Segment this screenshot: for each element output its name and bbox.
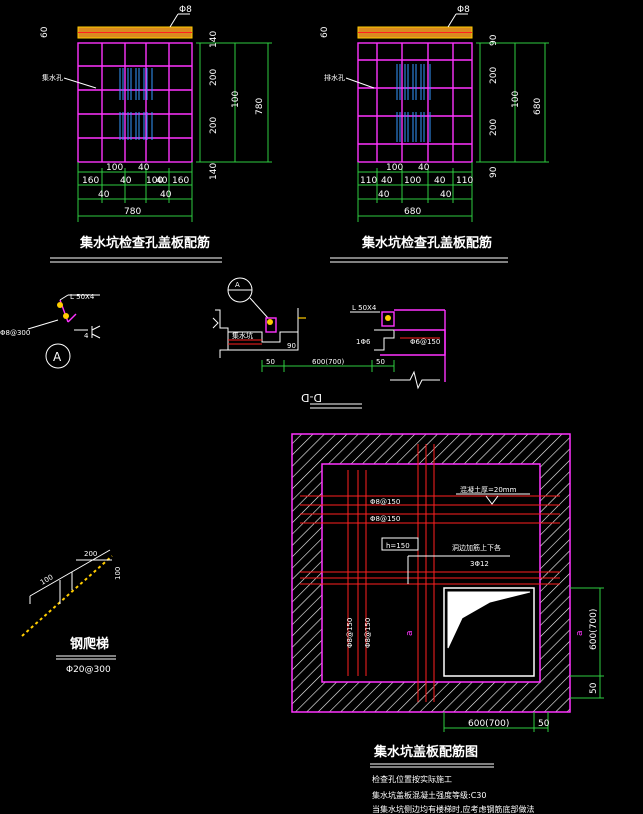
section-dd: A 集水坑 90 L 50X4 1Φ6 Φ6@150 50 600( [212, 277, 446, 409]
detail-a-marker: A [53, 350, 62, 364]
panel2-hole-label: 排水孔 [324, 73, 345, 82]
section-dd-dim-50-right: 50 [376, 358, 385, 366]
plan-top-bar-spec: 3Φ12 [470, 560, 489, 568]
plan-cover-note: 混凝土厚=20mm [460, 485, 517, 494]
section-dd-slab-label: 集水坑 [232, 331, 253, 340]
panel2-bottom-low-1: 40 [378, 190, 390, 200]
section-dd-dim-90: 90 [287, 342, 296, 350]
panel1-bottom-mid-4: 40 [156, 176, 168, 186]
plan-vbar-2: Φ8@150 [364, 618, 372, 648]
panel2-bottom-mid-5: 110 [456, 176, 473, 186]
detail-a-marker-circle [45, 343, 71, 369]
ladder-title: 钢爬梯 [70, 636, 109, 652]
panel2-total-width: 680 [404, 207, 421, 217]
panel1-cover-plate: Φ8 60 集水孔 140 [40, 5, 272, 263]
plan-cut-right: a [575, 630, 585, 636]
panel2-bar-label: Φ8 [457, 5, 470, 15]
panel2-bottom-mid-4: 40 [434, 176, 446, 186]
detail-a-angle-label: L 50X4 [70, 293, 95, 301]
plan-bar-1: Φ8@150 [370, 498, 400, 506]
section-dd-left-angle [265, 317, 277, 333]
plan-note-2: 集水坑盖板混凝土强度等级:C30 [372, 790, 486, 800]
panel2-plate [357, 42, 473, 163]
plan-bottom-dim: 600(700) [468, 719, 509, 729]
panel2-bottom-low-2: 40 [440, 190, 452, 200]
panel1-bottom-mid-1: 160 [82, 176, 99, 186]
panel1-hole-label: 集水孔 [42, 73, 63, 82]
plan-h-label: h=150 [386, 542, 410, 550]
plan-note-1: 检查孔位置按实际施工 [372, 774, 452, 784]
panel1-bottom-low-1: 40 [98, 190, 110, 200]
panel1-right-dim-4: 200 [209, 117, 219, 134]
ladder-dim-100b: 100 [114, 567, 122, 580]
panel2-bottom-top-1: 100 [386, 163, 403, 173]
detail-a-rebar-label: Φ8@300 [0, 329, 30, 337]
panel1-bottom-top-2: 40 [138, 163, 150, 173]
panel1-bottom-mid-2: 40 [120, 176, 132, 186]
plan-right-dim: 600(700) [589, 609, 599, 650]
panel1-right-dim-2: 200 [209, 69, 219, 86]
panel1-plate [77, 42, 193, 163]
panel2-bottom-mid-3: 100 [404, 176, 421, 186]
ladder-dim-100a: 100 [39, 573, 55, 587]
panel1-bottom-top-1: 100 [106, 163, 123, 173]
plan-bar-2: Φ8@150 [370, 515, 400, 523]
plan-view: 混凝土厚=20mm Φ8@150 Φ8@150 h=150 洞边加筋上下各 3Φ… [291, 433, 604, 814]
plan-h-label-box [381, 537, 419, 551]
panel1-right-dim-5: 140 [209, 163, 219, 180]
section-dd-note-bar: Φ6@150 [410, 338, 440, 346]
detail-a-weld-mark: 4 [84, 332, 89, 340]
panel1-bottom-low-2: 40 [160, 190, 172, 200]
detail-a: L 50X4 Φ8@300 4 A [0, 293, 101, 369]
panel1-total-width: 780 [124, 207, 141, 217]
plan-note-3: 当集水坑侧边均有楼梯时,应考虑钢筋底部做法 [372, 804, 535, 814]
panel2-bottom-top-2: 40 [418, 163, 430, 173]
plan-title: 集水坑盖板配筋图 [373, 744, 478, 760]
panel2-bottom-mid-2: 40 [381, 176, 393, 186]
panel2-right-dim-2: 200 [489, 67, 499, 84]
panel1-bottom-mid-5: 160 [172, 176, 189, 186]
panel1-total-height: 780 [255, 98, 265, 115]
panel2-right-dim-1: 90 [489, 34, 499, 46]
panel1-left-dim: 60 [40, 26, 50, 38]
panel2-right-dim-5: 90 [489, 166, 499, 178]
plan-right-dim-2: 50 [589, 682, 599, 694]
panel2-left-dim: 60 [320, 26, 330, 38]
section-dd-dim-50-left: 50 [266, 358, 275, 366]
plan-bottom-dim-2: 50 [538, 719, 550, 729]
section-dd-right-angle [381, 311, 395, 327]
panel2-title: 集水坑检查孔盖板配筋 [361, 235, 492, 251]
section-dd-marker-letter: A [235, 281, 240, 289]
ladder-detail: 200 100 100 钢爬梯 Φ20@300 [21, 549, 122, 675]
panel2-right-dim-4: 200 [489, 119, 499, 136]
plan-cut-left: a [405, 630, 415, 636]
ladder-spec: Φ20@300 [66, 665, 111, 675]
panel2-total-height: 680 [533, 98, 543, 115]
section-dd-title: D-D [301, 391, 322, 404]
plan-vbar-1: Φ8@150 [346, 618, 354, 648]
panel1-right-dim-3: 100 [231, 91, 241, 108]
panel2-cover-plate: Φ8 60 排水孔 90 200 100 [320, 5, 549, 263]
section-dd-dim-600: 600(700) [312, 358, 344, 366]
section-dd-angle-label: L 50X4 [352, 304, 377, 312]
section-dd-note-106: 1Φ6 [356, 338, 371, 346]
panel1-bar-label: Φ8 [179, 5, 192, 15]
panel2-bottom-mid-1: 110 [360, 176, 377, 186]
panel2-right-dim-3: 100 [511, 91, 521, 108]
panel1-title: 集水坑检查孔盖板配筋 [79, 235, 210, 251]
panel1-bottom-mid-3: 100 [146, 176, 163, 186]
ladder-dim-200: 200 [84, 550, 97, 558]
plan-top-bar-note: 洞边加筋上下各 [452, 543, 501, 552]
panel1-right-dim-1: 140 [209, 31, 219, 48]
